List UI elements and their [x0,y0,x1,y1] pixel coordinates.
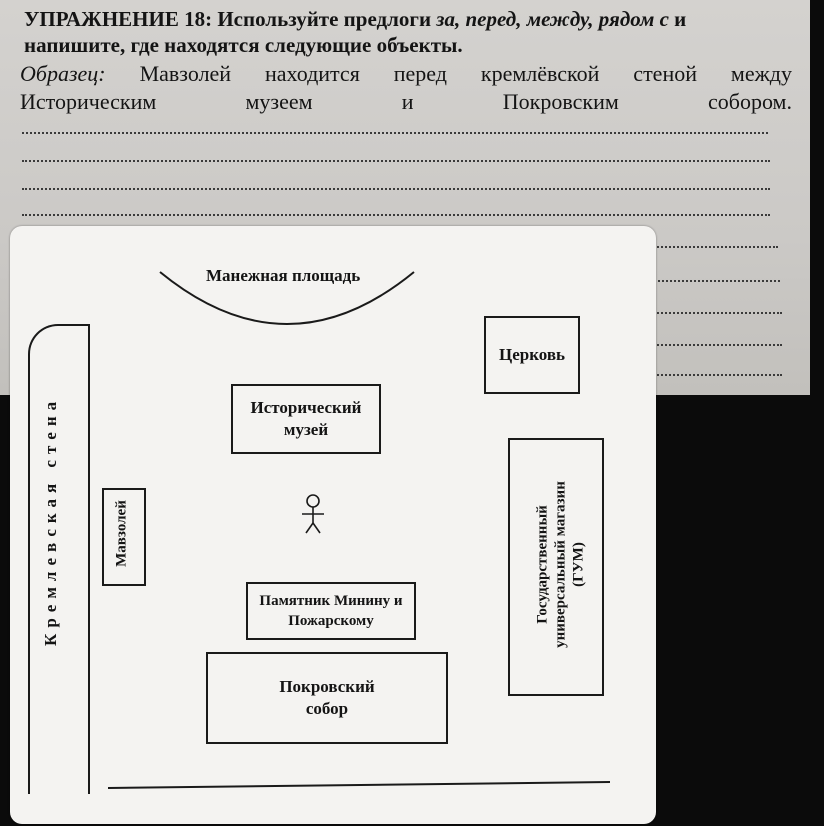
kremlin-wall-label: Кремлевская стена [41,395,60,646]
mausoleum-box [102,488,146,586]
bottom-line [107,781,611,789]
map-card: Манежная площадь Кремлевская стена Церко… [10,226,656,824]
sample-word-1: Историческим [20,89,157,114]
map-lines [107,271,611,789]
monument-label: Памятник Минину и Пожарскому [259,593,403,629]
cathedral-box: Покровский собор [206,652,448,744]
answer-line-8[interactable] [650,344,782,346]
title-part-a: УПРАЖНЕНИЕ 18: Используйте предлоги [24,7,437,31]
historical-museum-label: Исторический музей [250,398,362,439]
sample-word-3: и [401,89,414,114]
sample-label: Образец: [20,61,106,86]
title-part-b: и [668,7,687,31]
background-edge [810,0,824,826]
person-icon [302,494,324,534]
answer-line-5[interactable] [650,246,778,248]
answer-line-9[interactable] [650,374,782,376]
cathedral-label: Покровский собор [279,677,375,718]
answer-line-7[interactable] [650,312,782,314]
answer-line-3[interactable] [22,188,770,190]
sample-line2: Историческим музеем и Покровским собором… [20,88,792,115]
gum-label-line1: Государственный [534,505,551,624]
historical-museum-box: Исторический музей [231,384,381,454]
exercise-title: УПРАЖНЕНИЕ 18: Используйте предлоги за, … [24,6,794,58]
sample-word-4: Покровским [502,89,619,114]
answer-line-1[interactable] [22,132,768,134]
answer-line-4[interactable] [22,214,770,216]
monument-box: Памятник Минину и Пожарскому [246,582,416,640]
answer-line-2[interactable] [22,160,770,162]
answer-line-6[interactable] [650,280,780,282]
title-prepositions: за, перед, между, рядом с [436,7,669,31]
sample-text: Мавзолей находится перед кремлёвской сте… [139,61,793,86]
manezh-arc [159,271,415,325]
kremlin-wall [28,324,90,794]
sample-line1: Образец: Мавзолей находится перед кремлё… [20,60,792,87]
gum-box [508,438,604,696]
title-line2: напишите, где находятся следующие объект… [24,33,463,57]
church-label: Церковь [498,345,566,364]
sample-word-2: музеем [245,89,313,114]
gum-label-line2: универсальный магазин [552,481,569,648]
sample-word-5: собором. [708,89,792,114]
gum-label-line3: (ГУМ) [570,542,587,587]
church-box: Церковь [484,316,580,394]
manezh-label: Манежная площадь [206,266,361,285]
mausoleum-label: Мавзолей [113,500,130,567]
